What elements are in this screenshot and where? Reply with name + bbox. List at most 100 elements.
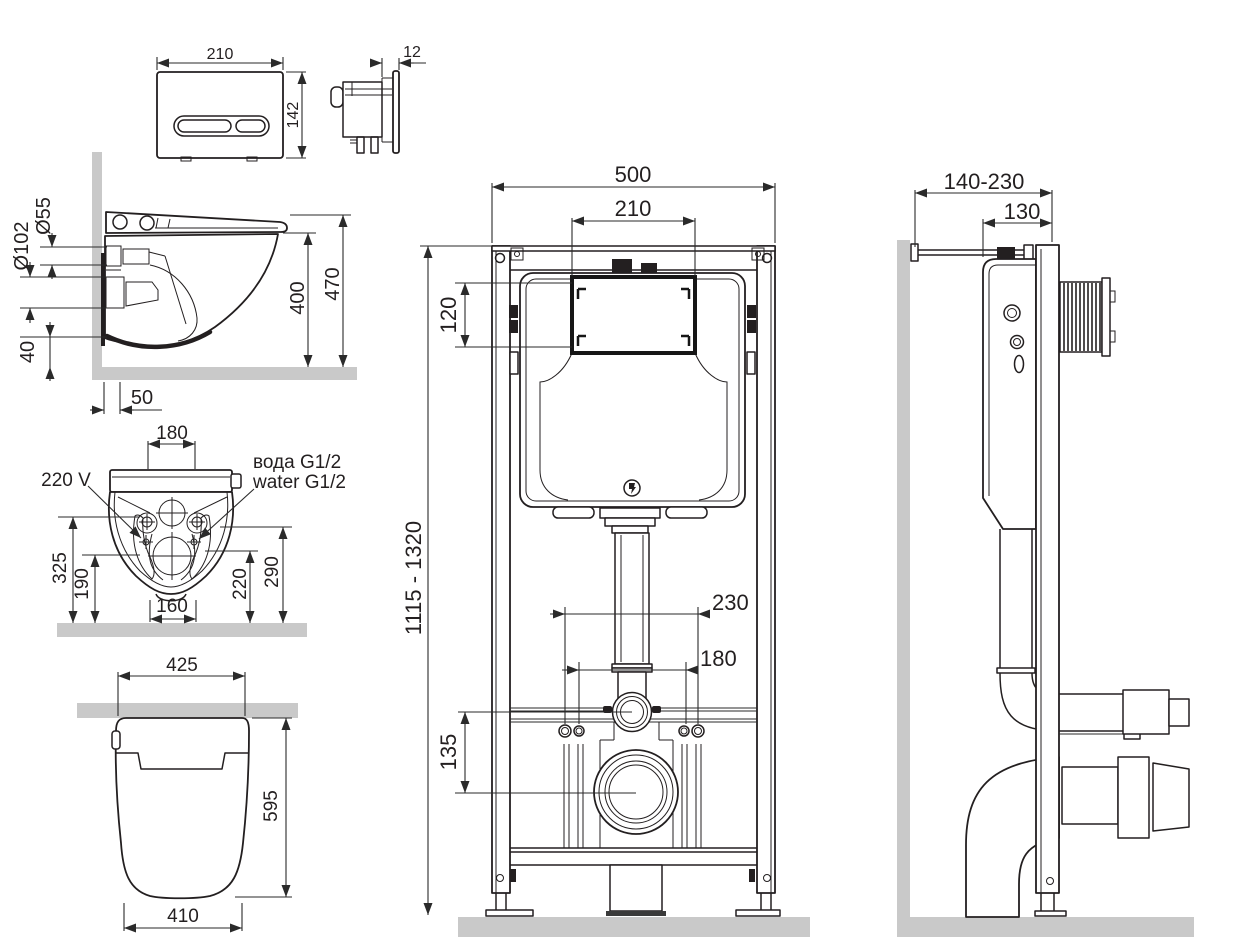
dim-label-top-span: 180	[156, 423, 188, 444]
wall-section	[57, 623, 307, 637]
left-outer-dimension	[58, 516, 140, 623]
big-flush-button	[177, 119, 232, 133]
hinge-circle	[139, 215, 155, 231]
bowl-outline	[107, 491, 235, 595]
dim-label-outlet-drop: 135	[436, 734, 461, 771]
telescopic-foot-side	[1034, 893, 1067, 917]
leg-lock	[749, 869, 755, 882]
side-clip	[509, 305, 518, 318]
outer-span-dimension	[550, 607, 710, 724]
frame-width-dimension	[491, 182, 776, 243]
outlet-diameter-dimension	[20, 262, 107, 323]
inlet-cap-side	[997, 247, 1015, 259]
plate-tab	[180, 156, 192, 162]
dim-label-outlet-diameter: Ø102	[11, 222, 33, 271]
bowl-underside	[104, 329, 213, 350]
dim-label-overall-height: 470	[322, 267, 344, 300]
dim-label-right-outer: 290	[262, 556, 283, 588]
dim-label-wall-offset: 50	[131, 387, 153, 409]
dim-label-frame-depth: 130	[1004, 199, 1041, 224]
tank-moulding	[539, 352, 728, 501]
dim-label-frame-height: 1115 - 1320	[401, 521, 426, 635]
leg-hole	[496, 874, 504, 882]
flush-pipe-side	[996, 529, 1123, 732]
clip-prong	[370, 136, 379, 154]
overall-height-dimension	[290, 214, 351, 367]
plate-bracket	[381, 77, 393, 143]
mechanism-box	[342, 81, 383, 138]
window-height-dimension	[455, 282, 572, 348]
waste-connector-collar	[1117, 756, 1150, 839]
pipe-clamp	[652, 706, 661, 713]
hinge-circle	[112, 214, 128, 230]
plate-thickness-dimension	[370, 58, 426, 77]
corner-bracket	[510, 247, 524, 261]
outlet-drop-dimension	[455, 711, 636, 794]
cistern-side	[982, 258, 1037, 530]
floor-section	[897, 917, 1194, 937]
water-leader-line	[198, 488, 255, 540]
leg-hole	[1046, 877, 1054, 885]
right-inner-dimension	[205, 550, 258, 623]
dim-label-depth: 595	[261, 790, 282, 822]
dim-label-lower-gap: 40	[17, 341, 39, 363]
plate-height-dimension	[286, 71, 307, 159]
bottom-crossbar	[510, 847, 757, 866]
flush-bend-flange	[599, 507, 661, 519]
floor-section	[458, 917, 810, 937]
floor-section	[92, 367, 357, 380]
button-recess	[173, 115, 270, 137]
waste-spigot	[1152, 762, 1190, 832]
bowl-nub	[155, 593, 187, 602]
tank-wing	[665, 506, 708, 519]
window-clips	[576, 287, 691, 346]
wall-section	[92, 152, 102, 380]
corrugated-sleeve	[1059, 277, 1116, 357]
wall-mount-face	[101, 253, 105, 346]
plate-width-dimension	[156, 57, 284, 70]
dim-label-wall-clearance: 140-230	[944, 169, 1025, 194]
window-width-dimension	[571, 216, 696, 276]
telescopic-feet	[485, 893, 781, 917]
frame-front-view: 500 210 120 1115 - 1320 230	[401, 162, 810, 937]
corner-bracket	[751, 247, 765, 261]
label-water-ru: вода G1/2	[253, 452, 341, 473]
dim-label-left-outer: 325	[50, 552, 71, 584]
side-bracket	[746, 351, 756, 375]
frame-rail-right	[756, 245, 776, 894]
inner-span-dimension	[562, 662, 698, 724]
flush-pipe	[614, 532, 650, 665]
wall-section	[77, 703, 298, 718]
corner-hole	[494, 252, 506, 264]
inlet-diameter-dimension	[40, 233, 107, 279]
front-width-dimension	[117, 671, 246, 716]
leg-hole	[763, 874, 771, 882]
plate-panel-edge	[392, 70, 400, 154]
bowl-plan-view: 220 V вода G1/2 water G1/2 180 325 190 2…	[41, 423, 346, 637]
side-clip	[747, 320, 756, 333]
seat-outline	[114, 717, 250, 900]
corner-hole	[761, 252, 773, 264]
flush-plate-body	[156, 71, 284, 159]
label-water-en: water G1/2	[252, 472, 346, 493]
waste-connector-body	[1061, 766, 1119, 825]
lower-gap-dimension	[20, 322, 107, 381]
service-port	[1003, 304, 1021, 322]
label-power: 220 V	[41, 470, 91, 491]
service-port	[1009, 334, 1025, 350]
actuator-knob	[330, 86, 344, 108]
side-clip	[747, 305, 756, 318]
bowl-rear-ledge	[109, 469, 233, 493]
mounting-plate-cutouts	[117, 496, 228, 581]
wall-section	[897, 240, 910, 917]
depth-dimension	[235, 717, 292, 898]
bowl-side-view: Ø55 Ø102 40 50 400	[11, 152, 357, 415]
dim-label-front-width: 425	[166, 655, 198, 676]
dim-label-rim-height: 400	[287, 281, 309, 314]
side-bracket	[509, 351, 519, 375]
dim-label-left-inner: 190	[72, 568, 93, 600]
frame-depth-dimension	[982, 218, 1052, 257]
mounting-plate-edge	[113, 491, 229, 588]
clip-prong	[356, 136, 365, 154]
